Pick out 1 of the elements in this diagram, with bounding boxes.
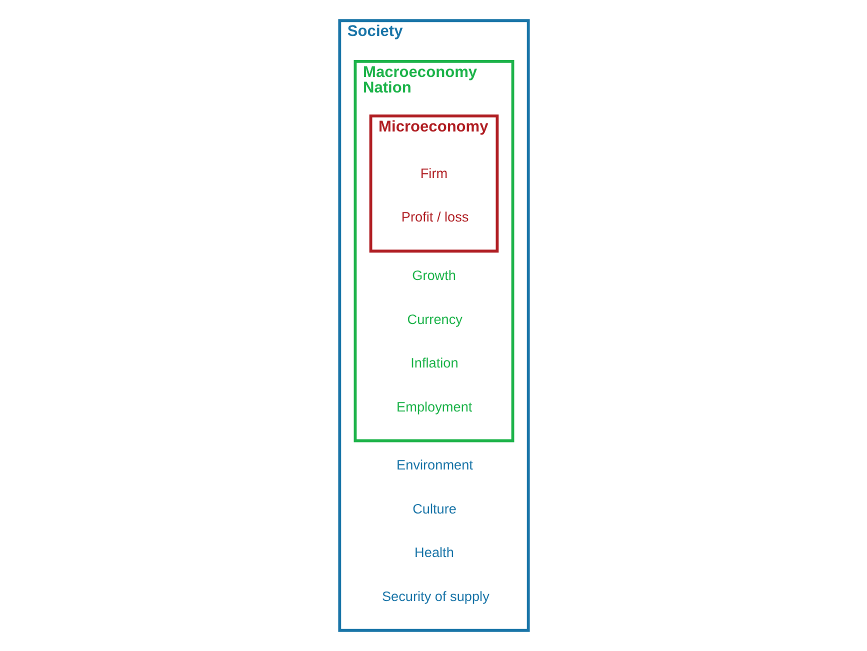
node-box: Microeconomy Firm Profit / loss [368,114,498,253]
